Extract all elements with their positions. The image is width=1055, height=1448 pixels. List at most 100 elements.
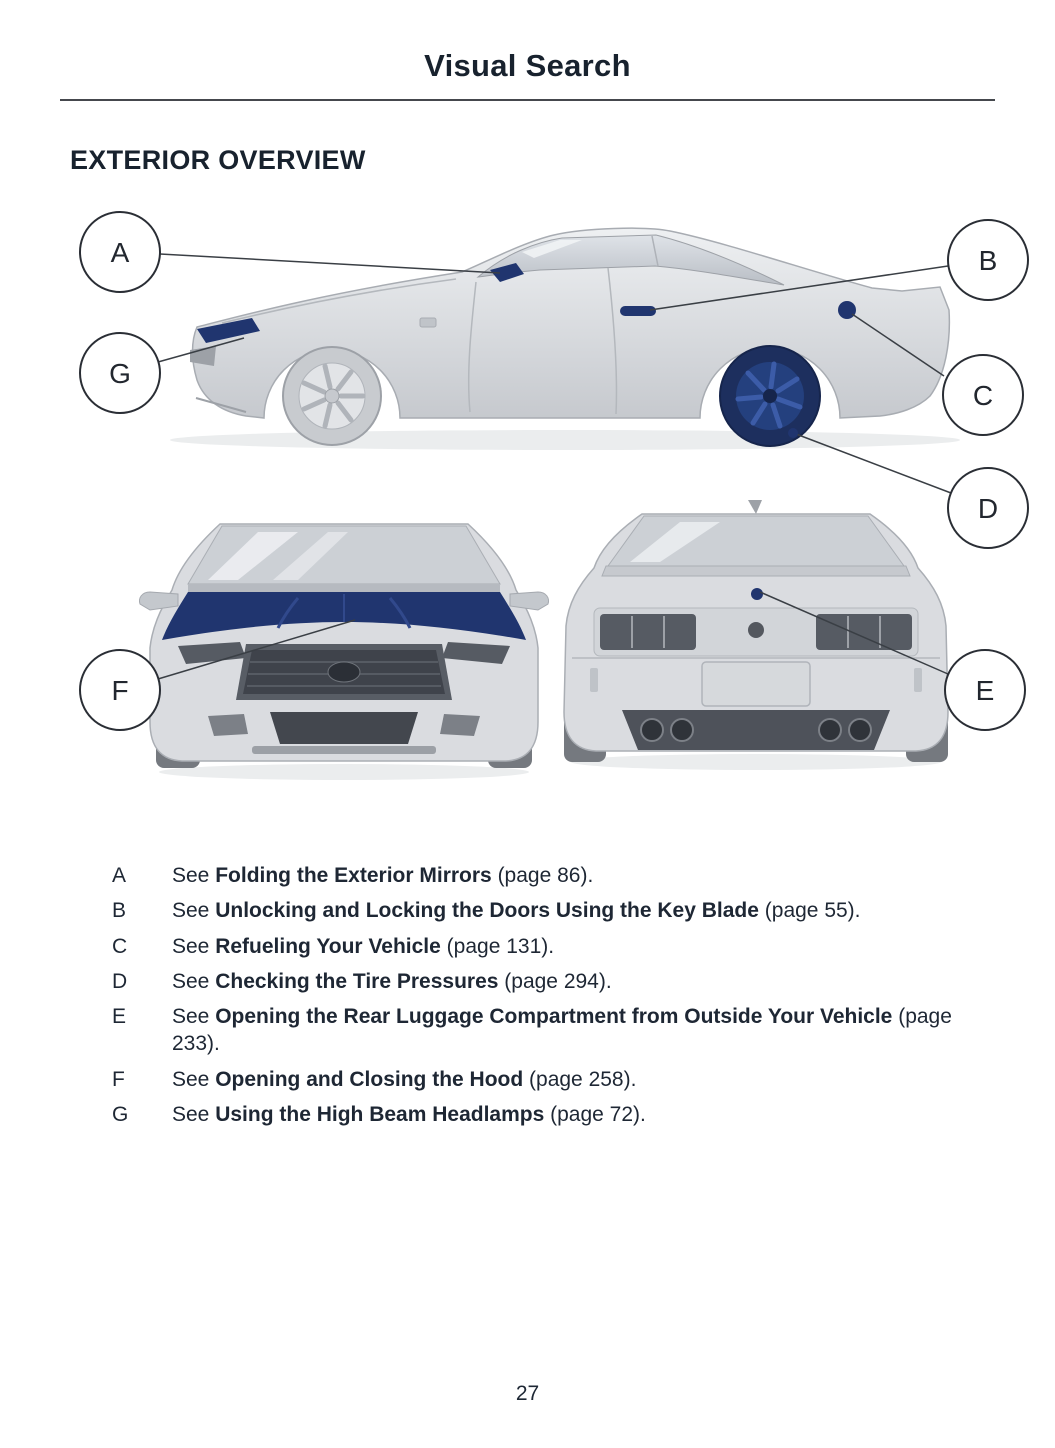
- pony-badge: [327, 661, 361, 683]
- callout-f-label: F: [111, 675, 128, 706]
- leader-line-g: [157, 337, 245, 363]
- side-view-car: [170, 227, 960, 450]
- legend-page-ref: (page 131).: [440, 934, 555, 958]
- legend-item-b: B See Unlocking and Locking the Doors Us…: [112, 897, 1055, 924]
- fuel-filler-highlight: [838, 301, 856, 319]
- page-header: Visual Search: [0, 0, 1055, 101]
- rear-window-reflection: [630, 522, 720, 562]
- legend-list: A See Folding the Exterior Mirrors (page…: [112, 862, 1055, 1128]
- callout-circles: A B G C D F E: [79, 211, 1029, 731]
- legend-topic: Opening the Rear Luggage Compartment fro…: [215, 1005, 893, 1029]
- side-view-shadow: [170, 430, 960, 450]
- legend-letter: E: [112, 1005, 127, 1029]
- right-reflector: [914, 668, 922, 692]
- cowl: [188, 584, 500, 592]
- legend-topic: Unlocking and Locking the Doors Using th…: [215, 899, 759, 923]
- right-taillight: [816, 614, 912, 650]
- legend-topic: Using the High Beam Headlamps: [215, 1103, 545, 1127]
- legend-item-a: A See Folding the Exterior Mirrors (page…: [112, 862, 1055, 889]
- section-heading: EXTERIOR OVERVIEW: [70, 145, 366, 175]
- exterior-overview-diagram: A B G C D F E: [79, 211, 1029, 780]
- leader-lines: [157, 253, 952, 680]
- callout-e: E: [944, 649, 1026, 731]
- leader-line-e: [759, 591, 949, 675]
- legend-item-d: D See Checking the Tire Pressures (page …: [112, 968, 1055, 995]
- callout-a-label: A: [111, 237, 130, 268]
- hood-seam: [221, 278, 457, 324]
- title-divider: [60, 99, 995, 101]
- license-recess: [701, 661, 811, 707]
- legend-text: See Checking the Tire Pressures (page 29…: [172, 968, 612, 995]
- legend-text: See Refueling Your Vehicle (page 131).: [172, 933, 554, 960]
- leader-line-d: [795, 433, 952, 494]
- legend-letter: B: [112, 899, 127, 923]
- leader-line-b: [649, 265, 949, 311]
- callout-a: A: [79, 211, 161, 293]
- legend-see: See: [172, 934, 216, 958]
- right-fog-recess: [440, 714, 480, 736]
- headlamp-highlight: [197, 318, 260, 343]
- legend-letter: C: [112, 934, 128, 958]
- legend-item-e: E See Opening the Rear Luggage Compartme…: [112, 1003, 1055, 1058]
- legend-see: See: [172, 1067, 216, 1091]
- antenna-fin: [748, 500, 762, 514]
- legend-see: See: [172, 969, 216, 993]
- left-reflector: [590, 668, 598, 692]
- diffuser: [622, 710, 890, 750]
- tire-pressure-point: [788, 428, 798, 438]
- callout-d-label: D: [978, 493, 998, 524]
- legend-text: See Unlocking and Locking the Doors Usin…: [172, 897, 861, 924]
- legend-page-ref: (page 294).: [498, 969, 612, 993]
- callout-b: B: [947, 219, 1029, 301]
- leader-line-f: [157, 619, 356, 680]
- leader-line-a: [159, 253, 501, 274]
- door-seam-rear: [607, 267, 618, 415]
- page-title: Visual Search: [424, 48, 631, 83]
- callout-e-label: E: [976, 675, 995, 706]
- callout-d: D: [947, 467, 1029, 549]
- legend-page-ref: (page 55).: [758, 899, 861, 923]
- legend-topic: Opening and Closing the Hood: [215, 1067, 524, 1091]
- legend-page-ref: (page 258).: [523, 1067, 637, 1091]
- legend-letter: G: [112, 1103, 129, 1127]
- right-mirror: [509, 591, 549, 611]
- left-taillight: [600, 614, 696, 650]
- left-mirror: [139, 591, 179, 611]
- right-headlamp: [442, 642, 510, 664]
- rear-view-car: [563, 500, 949, 770]
- windshield-reflection-2: [273, 532, 348, 580]
- legend-text: See Opening the Rear Luggage Compartment…: [172, 1003, 972, 1058]
- legend-see: See: [172, 864, 216, 887]
- legend-see: See: [172, 1005, 216, 1029]
- legend-topic: Refueling Your Vehicle: [215, 934, 441, 958]
- fender-badge: [419, 317, 437, 328]
- front-view-car: [139, 523, 549, 780]
- legend-see: See: [172, 899, 216, 923]
- legend-item-g: G See Using the High Beam Headlamps (pag…: [112, 1101, 1055, 1128]
- legend-page-ref: (page 72).: [544, 1103, 646, 1127]
- callout-b-label: B: [979, 245, 998, 276]
- legend-letter: F: [112, 1067, 125, 1091]
- spoiler-lip: [601, 565, 911, 577]
- legend-text: See Opening and Closing the Hood (page 2…: [172, 1066, 636, 1093]
- legend-topic: Checking the Tire Pressures: [215, 969, 499, 993]
- front-view-shadow: [159, 764, 529, 780]
- legend-item-c: C See Refueling Your Vehicle (page 131).: [112, 933, 1055, 960]
- legend-item-f: F See Opening and Closing the Hood (page…: [112, 1066, 1055, 1093]
- legend-text: See Using the High Beam Headlamps (page …: [172, 1101, 646, 1128]
- legend-topic: Folding the Exterior Mirrors: [215, 864, 492, 887]
- windshield-reflection: [208, 532, 298, 580]
- front-splitter: [195, 397, 247, 413]
- window-divider: [651, 235, 659, 267]
- legend-page-ref: (page 233).: [172, 1005, 952, 1056]
- callout-c-label: C: [973, 380, 993, 411]
- mirror-highlight: [490, 263, 524, 282]
- legend-see: See: [172, 1103, 216, 1127]
- rear-view-shadow: [571, 754, 941, 770]
- chin-splitter: [252, 746, 436, 754]
- legend-page-ref: (page 86).: [491, 864, 594, 887]
- callout-f: F: [79, 649, 161, 731]
- rear-pony-badge: [748, 622, 764, 638]
- hood-crease-left: [276, 597, 300, 629]
